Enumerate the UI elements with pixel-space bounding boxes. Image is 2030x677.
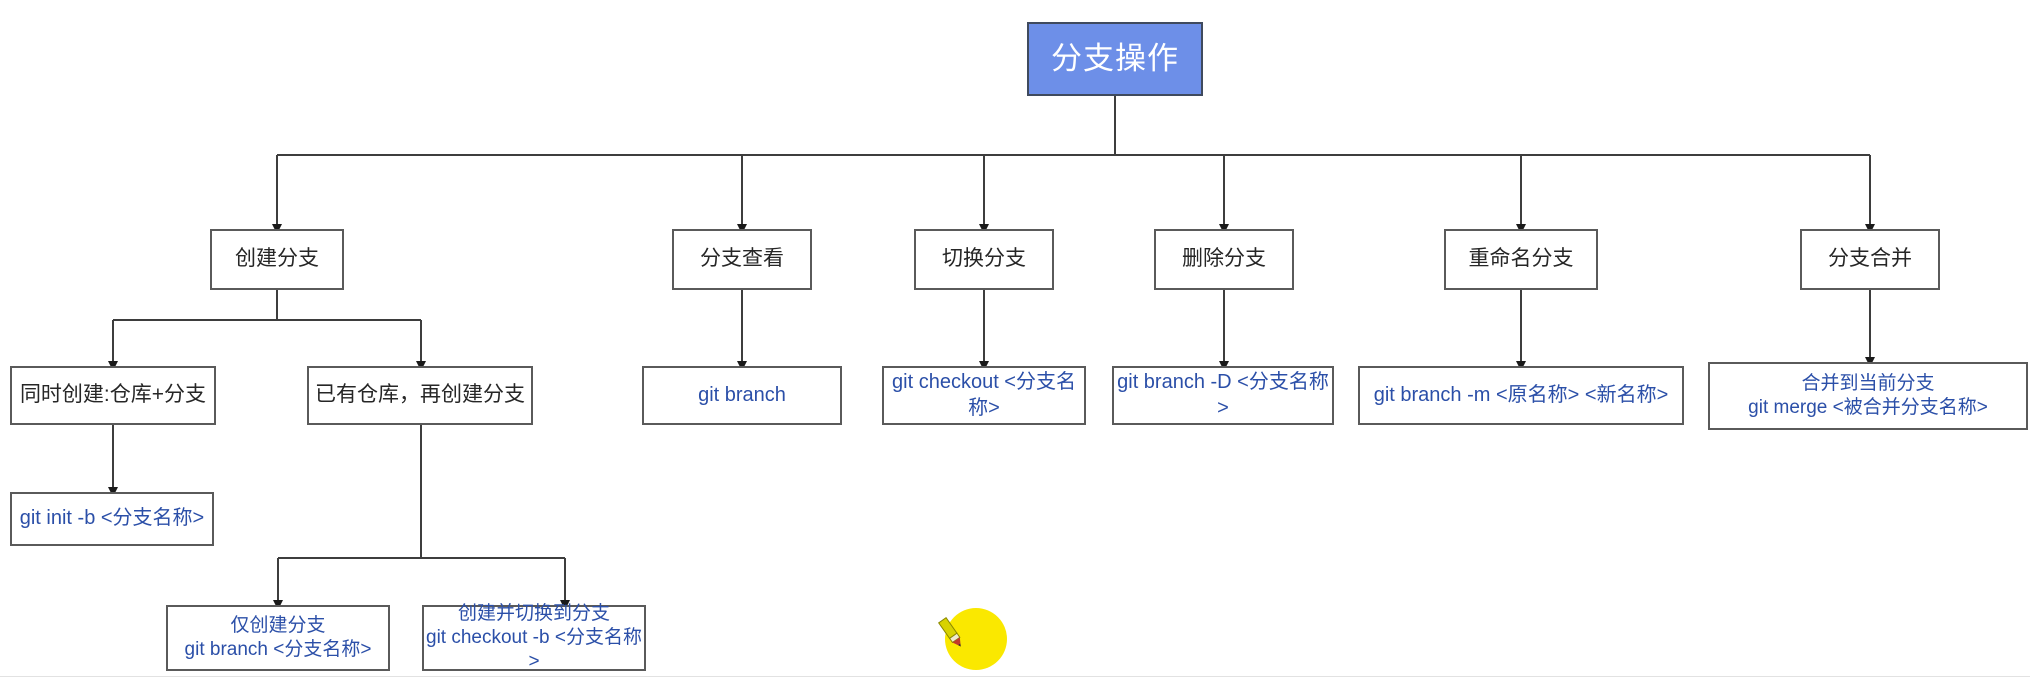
- node-delete-branch[interactable]: 删除分支: [1154, 229, 1294, 290]
- only-create-label-line1: 仅创建分支: [230, 614, 326, 636]
- node-view-branch[interactable]: 分支查看: [672, 229, 812, 290]
- node-create-and-switch-branch[interactable]: 创建并切换到分支 git checkout -b <分支名称>: [422, 602, 646, 672]
- click-highlight: [945, 608, 1007, 670]
- create-switch-label-line1: 创建并切换到分支: [457, 602, 610, 624]
- create-switch-label-line2: git checkout -b <分支名称>: [426, 626, 642, 673]
- node-create-branch[interactable]: 创建分支: [210, 229, 344, 290]
- node-only-create-branch[interactable]: 仅创建分支 git branch <分支名称>: [166, 605, 390, 671]
- node-root-branch-operations[interactable]: 分支操作: [1027, 22, 1203, 96]
- merge-label-line2: git merge <被合并分支名称>: [1748, 397, 1988, 418]
- node-create-repo-and-branch[interactable]: 同时创建:仓库+分支: [10, 366, 216, 425]
- node-cmd-git-branch-delete[interactable]: git branch -D <分支名称>: [1112, 366, 1334, 425]
- node-cmd-git-branch[interactable]: git branch: [642, 366, 842, 425]
- node-cmd-git-init-b[interactable]: git init -b <分支名称>: [10, 492, 214, 546]
- node-rename-branch[interactable]: 重命名分支: [1444, 229, 1598, 290]
- node-cmd-git-branch-rename[interactable]: git branch -m <原名称> <新名称>: [1358, 366, 1684, 425]
- node-merge-commands[interactable]: 合并到当前分支 git merge <被合并分支名称>: [1708, 362, 2028, 430]
- node-switch-branch[interactable]: 切换分支: [914, 229, 1054, 290]
- merge-label-line1: 合并到当前分支: [1801, 372, 1935, 394]
- node-existing-repo-create-branch[interactable]: 已有仓库，再创建分支: [307, 366, 533, 425]
- only-create-label-line2: git branch <分支名称>: [184, 639, 372, 660]
- node-merge-branch[interactable]: 分支合并: [1800, 229, 1940, 290]
- node-cmd-git-checkout[interactable]: git checkout <分支名称>: [882, 366, 1086, 425]
